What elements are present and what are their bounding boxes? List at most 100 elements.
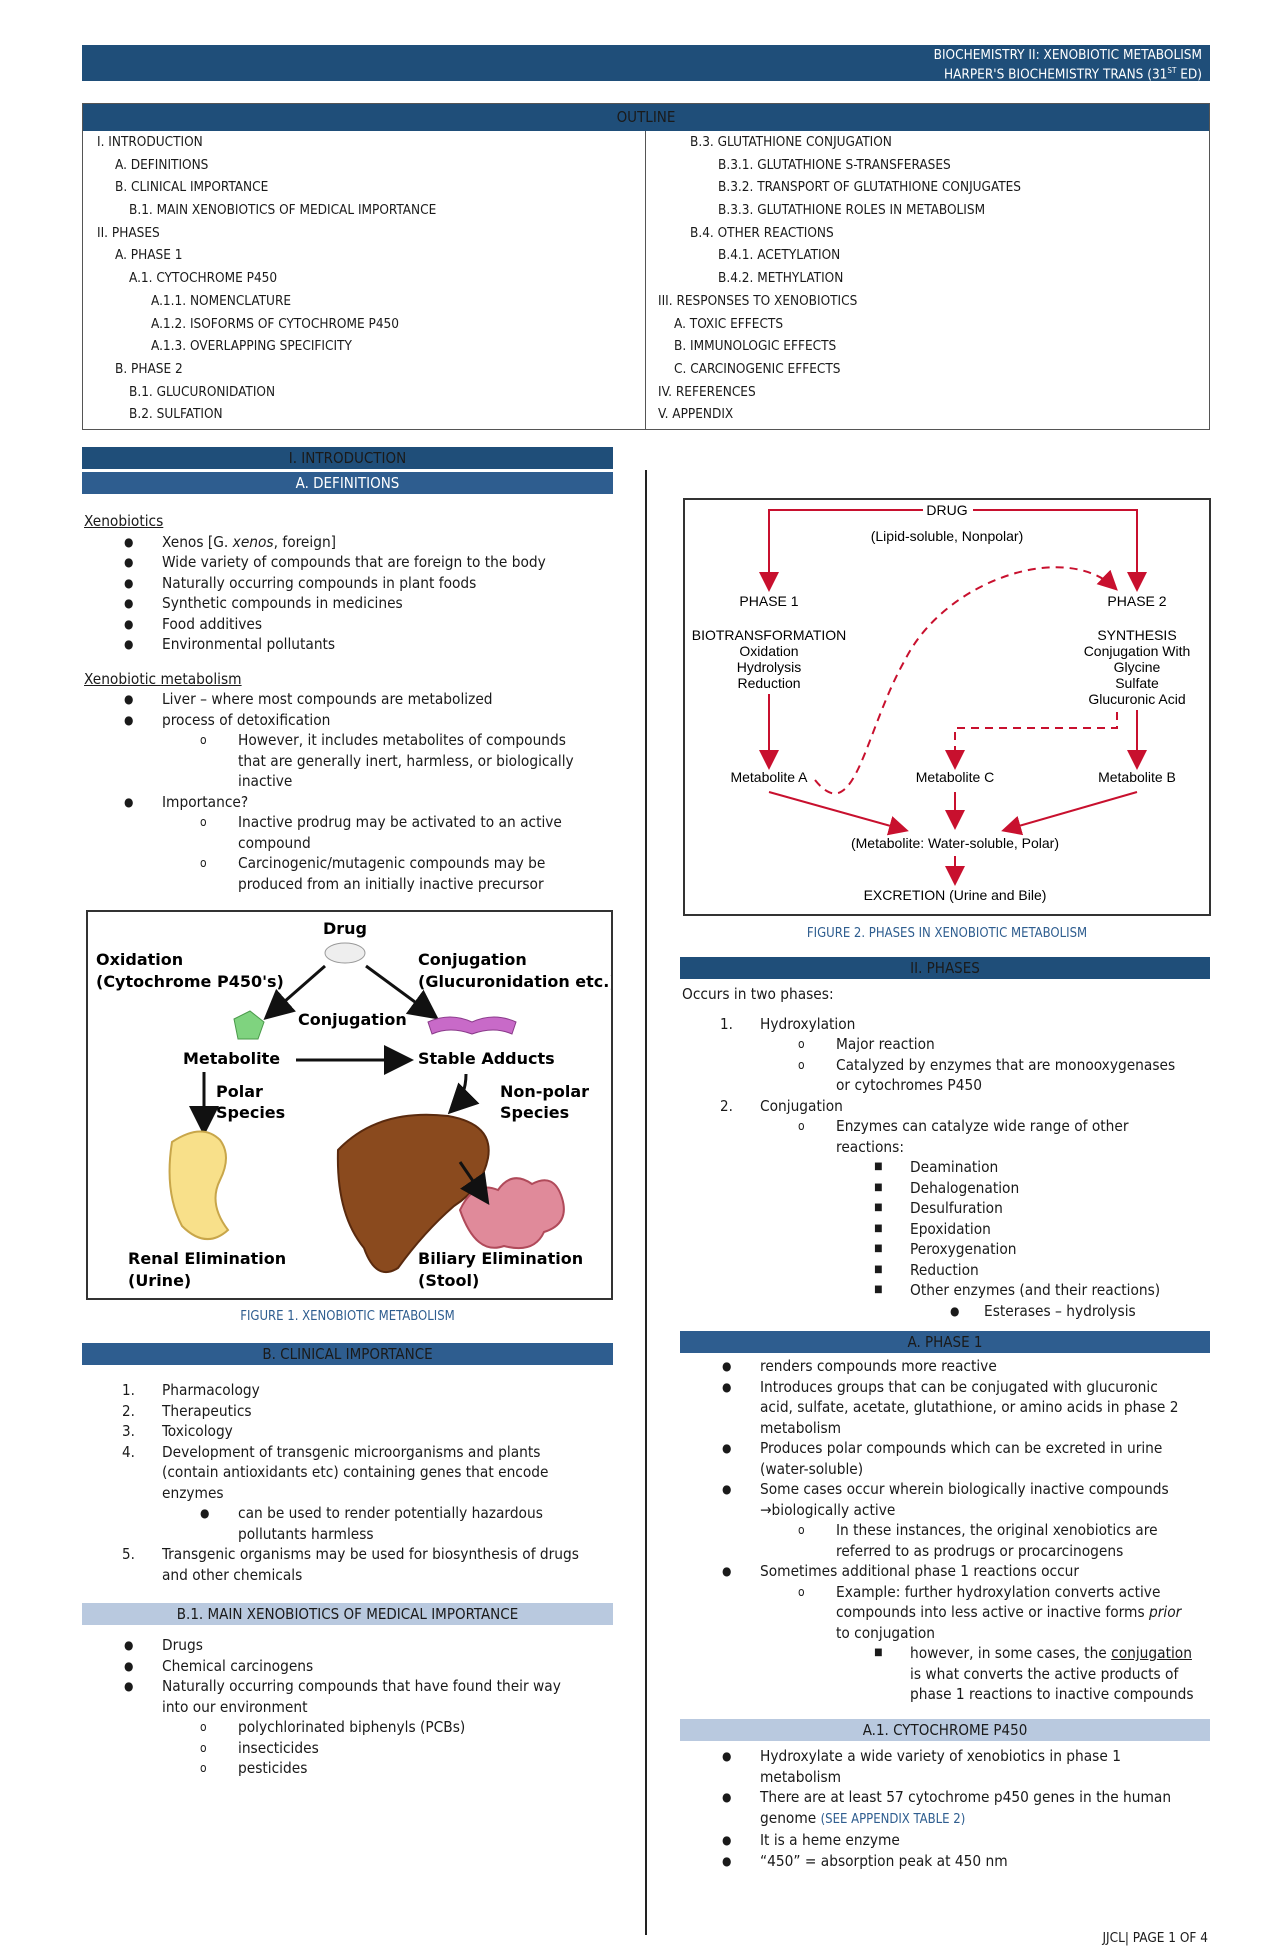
fig2-biotransformation-label: BIOTRANSFORMATION — [692, 627, 847, 643]
fig2-metabolite-c-label: Metabolite C — [916, 769, 995, 785]
list-item: ■Desulfuration — [874, 1199, 1003, 1217]
list-item-continued: compound — [238, 833, 311, 852]
figure-1-diagram: Drug Oxidation (Cytochrome P450's) Conju… — [96, 919, 617, 1290]
list-item: ●Sometimes additional phase 1 reactions … — [722, 1562, 1080, 1580]
list-item: ●process of detoxification — [124, 710, 331, 729]
outline-right-column: B.3. GLUTATHIONE CONJUGATION B.3.1. GLUT… — [646, 131, 1209, 429]
stable-adduct-icon — [427, 1016, 517, 1035]
section-heading-introduction: I. INTRODUCTION — [82, 447, 613, 469]
figure-xenobiotic-metabolism: Drug Oxidation (Cytochrome P450's) Conju… — [86, 910, 617, 1300]
document-header: BIOCHEMISTRY II: XENOBIOTIC METABOLISM H… — [82, 45, 1210, 83]
list-item: ■Other enzymes (and their reactions) — [874, 1281, 1161, 1299]
fig1-drug-label: Drug — [323, 919, 367, 938]
outline-left-column: I. INTRODUCTION A. DEFINITIONS B. CLINIC… — [83, 131, 646, 429]
list-item: ●renders compounds more reactive — [722, 1357, 997, 1375]
list-item-continued: enzymes — [162, 1483, 224, 1502]
drug-pill-icon — [324, 942, 366, 964]
list-item: ●Esterases – hydrolysis — [950, 1301, 1136, 1320]
fig1-glucuronidation-label: (Glucuronidation etc.) — [418, 972, 611, 991]
list-item: ●Drugs — [124, 1636, 203, 1654]
list-item: 2.Therapeutics — [122, 1401, 252, 1420]
outline-item: B.1. MAIN XENOBIOTICS OF MEDICAL IMPORTA… — [129, 202, 437, 219]
outline-item: V. APPENDIX — [658, 406, 734, 423]
definitions-body: Xenobiotics ●Xenos [G. xenos, foreign] ●… — [84, 511, 624, 894]
fig2-hydrolysis-label: Hydrolysis — [737, 659, 802, 675]
outline-item: B.4.2. METHYLATION — [718, 270, 844, 287]
list-item-continued: metabolism — [760, 1767, 842, 1786]
list-item: 3.Toxicology — [122, 1422, 233, 1440]
list-item: ■Reduction — [874, 1260, 979, 1279]
arrow — [365, 964, 439, 1020]
list-item: 1.Pharmacology — [122, 1381, 260, 1399]
list-item: ●Xenos [G. xenos, foreign] — [124, 532, 337, 551]
list-item-continued: (water-soluble) — [760, 1459, 864, 1478]
list-item: ■Peroxygenation — [874, 1240, 1017, 1258]
outline-item: B.3.2. TRANSPORT OF GLUTATHIONE CONJUGAT… — [718, 179, 1022, 196]
dashed-arrow — [814, 566, 1118, 795]
outline-item: B. IMMUNOLOGIC EFFECTS — [674, 338, 837, 355]
fig2-oxidation-label: Oxidation — [739, 643, 798, 659]
list-item-continued: compounds into less active or inactive f… — [836, 1603, 1182, 1621]
list-item-continued: into our environment — [162, 1697, 308, 1716]
list-item: ■Epoxidation — [874, 1219, 991, 1238]
fig2-water-soluble-label: (Metabolite: Water-soluble, Polar) — [851, 835, 1059, 851]
fig1-conjugation-label: Conjugation — [418, 950, 527, 969]
list-item-continued: is what converts the active products of — [910, 1664, 1179, 1683]
outline-item: A. DEFINITIONS — [115, 156, 209, 173]
arrow — [263, 964, 326, 1020]
fig2-glycine-label: Glycine — [1114, 659, 1161, 675]
fig2-sulfate-label: Sulfate — [1115, 675, 1159, 691]
list-item: ●Synthetic compounds in medicines — [124, 594, 403, 612]
list-item: 2.Conjugation — [720, 1096, 843, 1115]
fig1-urine-label: (Urine) — [128, 1271, 191, 1290]
list-item-continued: to conjugation — [836, 1623, 935, 1642]
fig1-conjugation-center-label: Conjugation — [298, 1010, 407, 1029]
list-item: ●Hydroxylate a wide variety of xenobioti… — [722, 1747, 1121, 1765]
clinical-body: 1.Pharmacology 2.Therapeutics 3.Toxicolo… — [84, 1380, 644, 1585]
arrow — [458, 1161, 490, 1205]
list-item: 1.Hydroxylation — [720, 1014, 856, 1033]
list-item: ●Wide variety of compounds that are fore… — [124, 553, 546, 571]
outline-item: B. CLINICAL IMPORTANCE — [115, 179, 269, 196]
list-item-continued: genome (SEE APPENDIX TABLE 2) — [760, 1808, 966, 1827]
appendix-link[interactable]: (SEE APPENDIX TABLE 2) — [820, 1811, 966, 1827]
fig2-drug-sub-label: (Lipid-soluble, Nonpolar) — [871, 528, 1024, 544]
fig1-polar-species-label: Species — [216, 1103, 285, 1122]
outline-item: III. RESPONSES TO XENOBIOTICS — [658, 292, 858, 309]
list-item: ●“450” = absorption peak at 450 nm — [722, 1851, 1008, 1870]
fig1-oxidation-label: Oxidation — [96, 950, 183, 969]
list-item: ●Food additives — [124, 614, 263, 633]
outline-item: B.1. GLUCURONIDATION — [129, 383, 276, 400]
fig2-glucuronic-label: Glucuronic Acid — [1088, 691, 1185, 707]
list-item-continued: referred to as prodrugs or procarcinogen… — [836, 1541, 1124, 1560]
list-item: ●There are at least 57 cytochrome p450 g… — [722, 1788, 1172, 1806]
list-item: ■Deamination — [874, 1158, 999, 1176]
list-item-continued: acid, sulfate, acetate, glutathione, or … — [760, 1398, 1179, 1416]
outline-item: A.1.3. OVERLAPPING SPECIFICITY — [151, 338, 352, 355]
list-item: ●can be used to render potentially hazar… — [200, 1504, 543, 1522]
section-heading-main-xenobiotics: B.1. MAIN XENOBIOTICS OF MEDICAL IMPORTA… — [82, 1603, 613, 1625]
header-title: BIOCHEMISTRY II: XENOBIOTIC METABOLISM — [933, 47, 1202, 63]
outline-item: B.3.3. GLUTATHIONE ROLES IN METABOLISM — [718, 202, 986, 219]
figure-1-caption: FIGURE 1. XENOBIOTIC METABOLISM — [240, 1309, 455, 1324]
fig1-polar-label: Polar — [216, 1082, 263, 1101]
outline-title: OUTLINE — [83, 104, 1209, 131]
list-item: ●It is a heme enzyme — [722, 1831, 900, 1849]
fig1-nonpolar-label: Non-polar — [500, 1082, 589, 1101]
list-item-continued: or cytochromes P450 — [836, 1076, 982, 1094]
outline-item: A. PHASE 1 — [115, 247, 183, 264]
outline-item: IV. REFERENCES — [658, 383, 756, 400]
list-item: ●Some cases occur wherein biologically i… — [722, 1480, 1169, 1498]
arrow — [759, 509, 923, 592]
outline-item: B.4.1. ACETYLATION — [718, 247, 841, 264]
list-item-continued: phase 1 reactions to inactive compounds — [910, 1685, 1194, 1703]
list-item-continued: inactive — [238, 772, 293, 790]
